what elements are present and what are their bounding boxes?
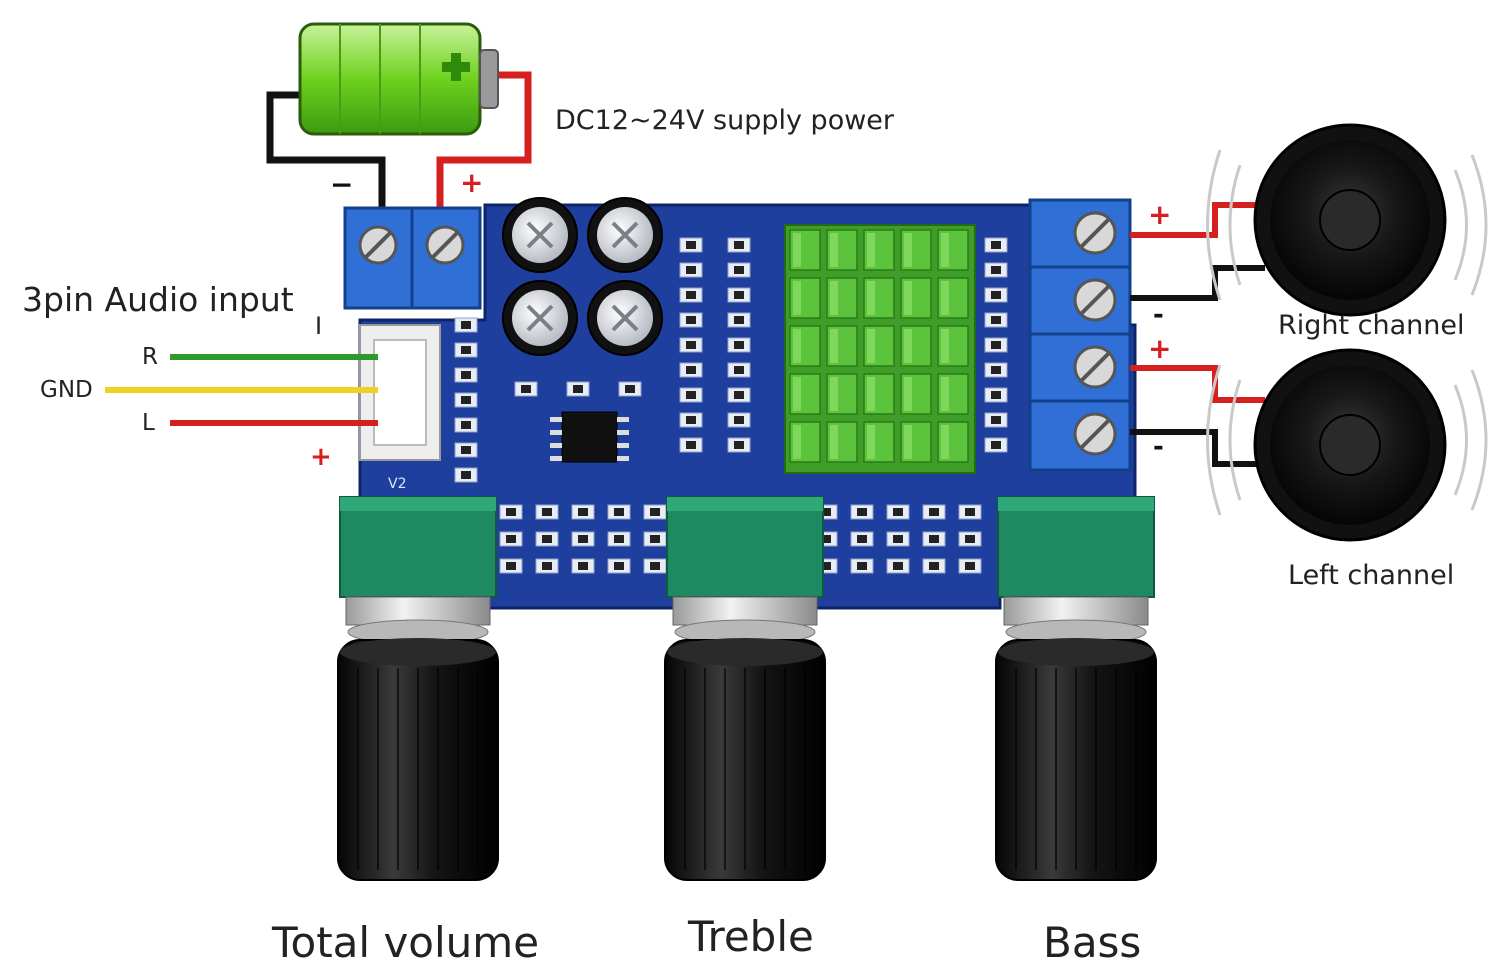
speaker-icon-right: [1253, 123, 1447, 317]
pin-r-label: R: [142, 344, 158, 370]
input-plus-mark: +: [310, 442, 332, 472]
treble-label: Treble: [688, 912, 814, 961]
supply-voltage-label: DC12~24V supply power: [555, 105, 895, 136]
speaker-icon-left: [1253, 348, 1447, 542]
battery-icon: [298, 22, 499, 136]
right-negative-wire: [1130, 265, 1265, 301]
power-terminal: [343, 206, 482, 310]
sound-wave-arcs: [1206, 149, 1488, 516]
left-positive-wire: [1130, 365, 1265, 403]
left-positive-mark: +: [1148, 332, 1172, 365]
right-positive-mark: +: [1148, 198, 1172, 231]
right-negative-mark: -: [1153, 300, 1164, 330]
smd-components: [454, 237, 1008, 574]
battery-negative-wire: [266, 91, 386, 225]
bass-label: Bass: [1043, 918, 1142, 967]
battery-positive-wire: [436, 71, 532, 225]
power-wires: [266, 71, 532, 225]
board-version-label: V2: [388, 476, 407, 492]
left-negative-wire: [1130, 429, 1265, 467]
battery-positive-mark: +: [460, 166, 484, 199]
ic-chip: [550, 411, 629, 463]
battery-negative-mark: −: [330, 168, 354, 201]
heatsink: [784, 224, 976, 474]
right-channel-label: Right channel: [1278, 310, 1465, 341]
total-volume-label: Total volume: [272, 918, 540, 967]
pin-i-label: I: [315, 312, 323, 340]
left-negative-mark: -: [1153, 432, 1164, 462]
potentiometer-knobs: [337, 496, 1157, 881]
pin-gnd-label: GND: [40, 377, 93, 403]
left-channel-label: Left channel: [1288, 560, 1455, 591]
audio-input-label: 3pin Audio input: [22, 280, 294, 319]
pin-l-label: L: [142, 410, 155, 436]
capacitors: [502, 197, 663, 356]
right-positive-wire: [1130, 202, 1265, 238]
speaker-terminal: [1028, 198, 1132, 472]
audio-wires: [105, 354, 378, 426]
